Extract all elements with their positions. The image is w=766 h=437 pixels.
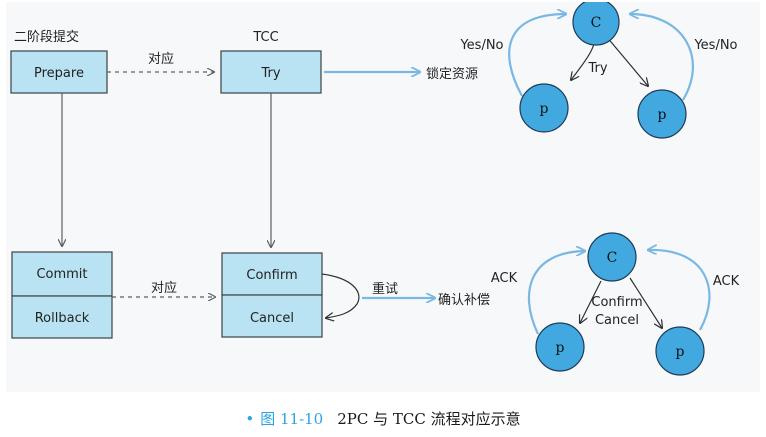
caption-number: 图 11-10 [260, 410, 324, 428]
flow-diagram: 二阶段提交 TCC Prepare Commit Rollback Try Co… [10, 2, 740, 376]
prepare-label: Prepare [34, 66, 84, 81]
caption-bullet: • [245, 410, 255, 428]
top-reply-right: Yes/No [693, 38, 737, 53]
heading-2pc: 二阶段提交 [14, 29, 79, 45]
cancel-label: Cancel [250, 311, 294, 326]
caption-text: 2PC 与 TCC 流程对应示意 [337, 410, 521, 428]
retry-loop-arrow [321, 273, 360, 318]
cancel-box: Cancel [221, 294, 323, 338]
heading-tcc: TCC [252, 30, 278, 45]
compensate-label: 确认补偿 [438, 293, 490, 308]
try-edge-right [605, 35, 648, 86]
rollback-box: Rollback [11, 295, 113, 339]
commit-label: Commit [36, 267, 87, 282]
ack-arc-left [527, 251, 585, 335]
bottom-reply-right: ACK [713, 274, 740, 289]
map-label-bottom: 对应 [151, 280, 177, 296]
bottom-participant-left-node: p [535, 322, 585, 372]
top-coordinator-label: C [591, 15, 602, 31]
bottom-participant-left-label: p [556, 340, 565, 356]
confirm-label: Confirm [246, 268, 297, 283]
try-label: Try [260, 66, 280, 81]
prepare-box: Prepare [10, 50, 108, 94]
confirm-edge-left [580, 280, 602, 323]
confirm-edge-right [629, 277, 662, 328]
top-participant-right-label: p [658, 107, 667, 123]
top-edge-label: Try [587, 61, 607, 76]
top-coordinator-node: C [572, 2, 620, 46]
commit-box: Commit [11, 251, 113, 297]
rollback-label: Rollback [35, 311, 90, 326]
top-participant-right-node: p [637, 89, 687, 139]
ack-arc-right [648, 250, 711, 331]
bottom-coordinator-node: C [587, 232, 637, 282]
bottom-reply-left: ACK [491, 271, 518, 286]
bottom-edge-label-line2: Cancel [595, 313, 639, 328]
bottom-cluster: Confirm Cancel ACK ACK C p p [491, 232, 740, 376]
bottom-participant-right-label: p [676, 344, 685, 360]
map-label-top: 对应 [148, 51, 174, 67]
top-reply-left: Yes/No [459, 38, 503, 53]
figure-caption: • 图 11-10 2PC 与 TCC 流程对应示意 [0, 408, 766, 429]
retry-label: 重试 [372, 281, 398, 297]
top-participant-left-label: p [540, 101, 549, 117]
figure-panel: 二阶段提交 TCC Prepare Commit Rollback Try Co… [6, 2, 760, 392]
bottom-coordinator-label: C [607, 250, 618, 266]
top-cluster: Try Yes/No Yes/No C p p [459, 2, 738, 139]
bottom-participant-right-node: p [655, 326, 705, 376]
bottom-edge-label-line1: Confirm [591, 295, 642, 310]
reply-arc-left [508, 14, 566, 97]
try-box: Try [220, 50, 322, 94]
reply-arc-right [630, 14, 694, 101]
top-participant-left-node: p [519, 83, 569, 133]
lock-label: 锁定资源 [426, 66, 478, 82]
confirm-box: Confirm [221, 252, 323, 296]
